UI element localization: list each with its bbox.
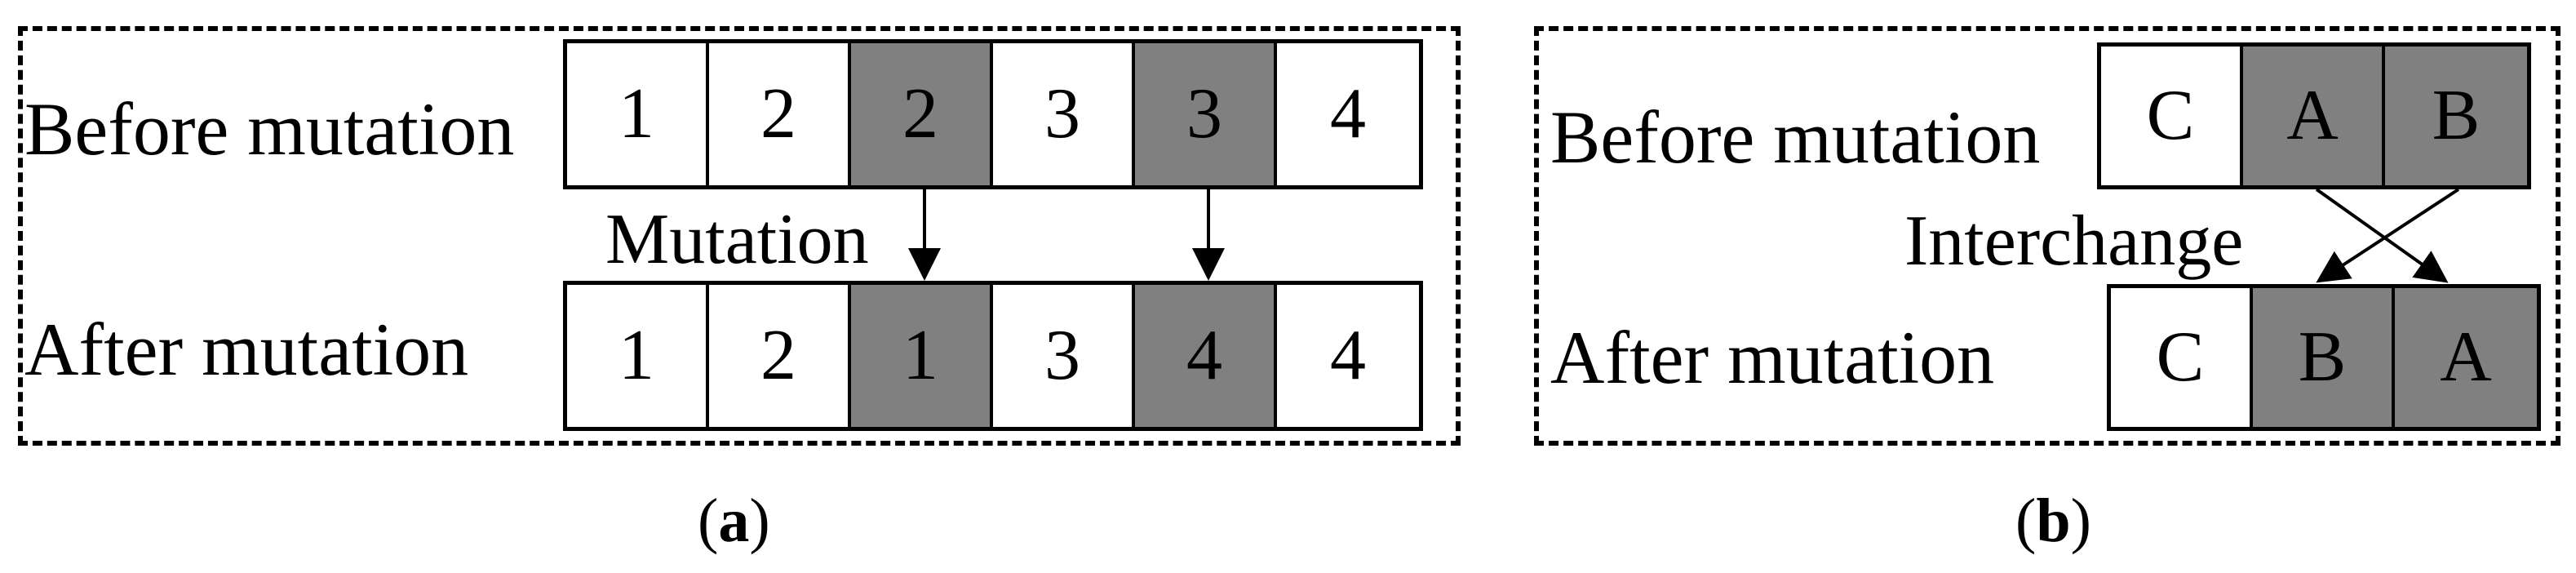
panel-b-after-strip: C B A [2107, 284, 2541, 431]
panel-b-caption: (b) [2015, 490, 2091, 552]
caption-open-paren: ( [698, 486, 719, 555]
panel-a-caption: (a) [698, 490, 770, 552]
chromosome-cell: 1 [851, 285, 993, 427]
caption-close-paren: ) [2070, 486, 2091, 555]
panel-a-frame [18, 26, 1461, 446]
interchange-label: Interchange [1904, 202, 2244, 281]
panel-a-after-label: After mutation [24, 308, 469, 391]
chromosome-cell: C [2111, 288, 2253, 427]
panel-b-after-label: After mutation [1550, 316, 1995, 399]
chromosome-cell: B [2385, 47, 2527, 185]
caption-open-paren: ( [2015, 486, 2037, 555]
mutation-label: Mutation [605, 200, 869, 279]
chromosome-cell: 3 [993, 285, 1135, 427]
chromosome-cell: 3 [993, 43, 1135, 185]
chromosome-cell: 4 [1277, 285, 1419, 427]
chromosome-cell: C [2101, 47, 2243, 185]
chromosome-cell: 2 [851, 43, 993, 185]
chromosome-cell: 1 [567, 43, 709, 185]
caption-letter: b [2036, 486, 2071, 555]
chromosome-cell: B [2253, 288, 2395, 427]
chromosome-cell: 2 [709, 285, 851, 427]
panel-b-before-label: Before mutation [1550, 96, 2041, 179]
chromosome-cell: 4 [1135, 285, 1277, 427]
panel-a-before-strip: 1 2 2 3 3 4 [563, 39, 1423, 189]
chromosome-cell: 1 [567, 285, 709, 427]
caption-letter: a [718, 486, 750, 555]
chromosome-cell: 2 [709, 43, 851, 185]
chromosome-cell: 3 [1135, 43, 1277, 185]
panel-b-frame [1534, 26, 2560, 446]
chromosome-cell: 4 [1277, 43, 1419, 185]
panel-b-before-strip: C A B [2097, 42, 2531, 189]
chromosome-cell: A [2243, 47, 2385, 185]
caption-close-paren: ) [749, 486, 770, 555]
panel-a-before-label: Before mutation [24, 87, 515, 171]
chromosome-cell: A [2395, 288, 2537, 427]
panel-a-after-strip: 1 2 1 3 4 4 [563, 281, 1423, 431]
